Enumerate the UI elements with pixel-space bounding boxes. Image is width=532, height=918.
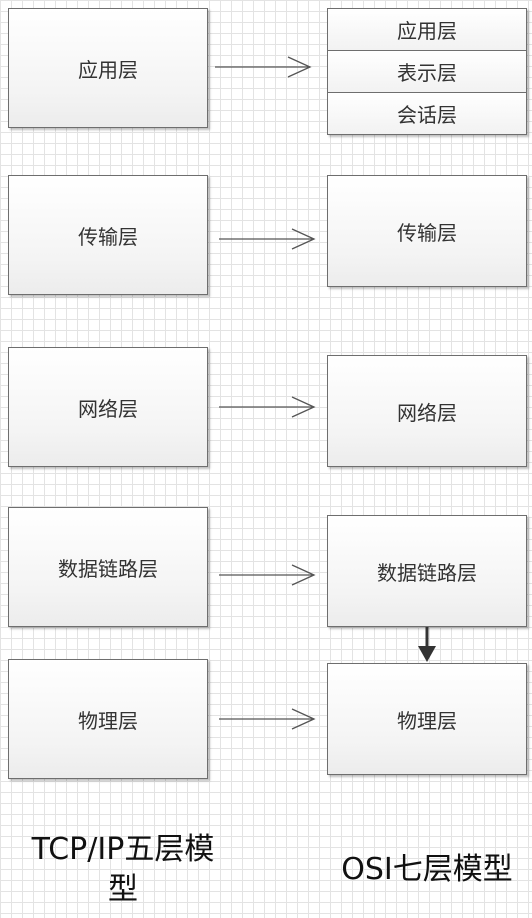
mapping-arrow-application-head [287, 56, 312, 78]
tcpip-network-layer: 网络层 [8, 347, 208, 467]
mapping-arrow-network-head [291, 396, 316, 418]
osi-transport-layer: 传输层 [327, 175, 527, 287]
osi-data-link-layer-label: 数据链路层 [377, 560, 477, 585]
osi-application-layer: 应用层 [328, 9, 526, 50]
osi-data-link-layer: 数据链路层 [327, 515, 527, 627]
tcpip-model-caption: TCP/IP五层模型 [18, 830, 228, 910]
osi-network-layer-label: 网络层 [397, 400, 457, 425]
osi-session-layer-label: 会话层 [397, 103, 457, 127]
mapping-arrow-transport-head [291, 228, 316, 250]
osi-presentation-layer: 表示层 [328, 50, 526, 92]
tcpip-transport-layer-label: 传输层 [78, 224, 138, 249]
osi-presentation-layer-label: 表示层 [397, 61, 457, 85]
osi-model-caption-text: OSI七层模型 [341, 852, 513, 887]
mapping-arrow-physical-head [291, 708, 316, 730]
tcpip-physical-layer: 物理层 [8, 659, 208, 779]
osi-upper-layers-group: 应用层 表示层 会话层 [327, 8, 527, 135]
tcpip-data-link-layer: 数据链路层 [8, 507, 208, 627]
tcpip-data-link-layer-label: 数据链路层 [58, 556, 158, 581]
osi-session-layer: 会话层 [328, 92, 526, 134]
tcpip-application-layer-label: 应用层 [78, 57, 138, 82]
osi-network-layer: 网络层 [327, 355, 527, 467]
osi-model-caption: OSI七层模型 [322, 850, 532, 890]
osi-physical-layer: 物理层 [327, 663, 527, 775]
osi-physical-layer-label: 物理层 [397, 708, 457, 733]
osi-application-layer-label: 应用层 [397, 19, 457, 43]
tcpip-application-layer: 应用层 [8, 8, 208, 128]
osi-datalink-to-physical-arrow-head [418, 646, 436, 662]
tcpip-network-layer-label: 网络层 [78, 396, 138, 421]
tcpip-transport-layer: 传输层 [8, 175, 208, 295]
mapping-arrow-data-link-head [291, 564, 316, 586]
tcpip-physical-layer-label: 物理层 [78, 708, 138, 733]
tcpip-model-caption-text: TCP/IP五层模型 [31, 832, 215, 907]
osi-transport-layer-label: 传输层 [397, 220, 457, 245]
